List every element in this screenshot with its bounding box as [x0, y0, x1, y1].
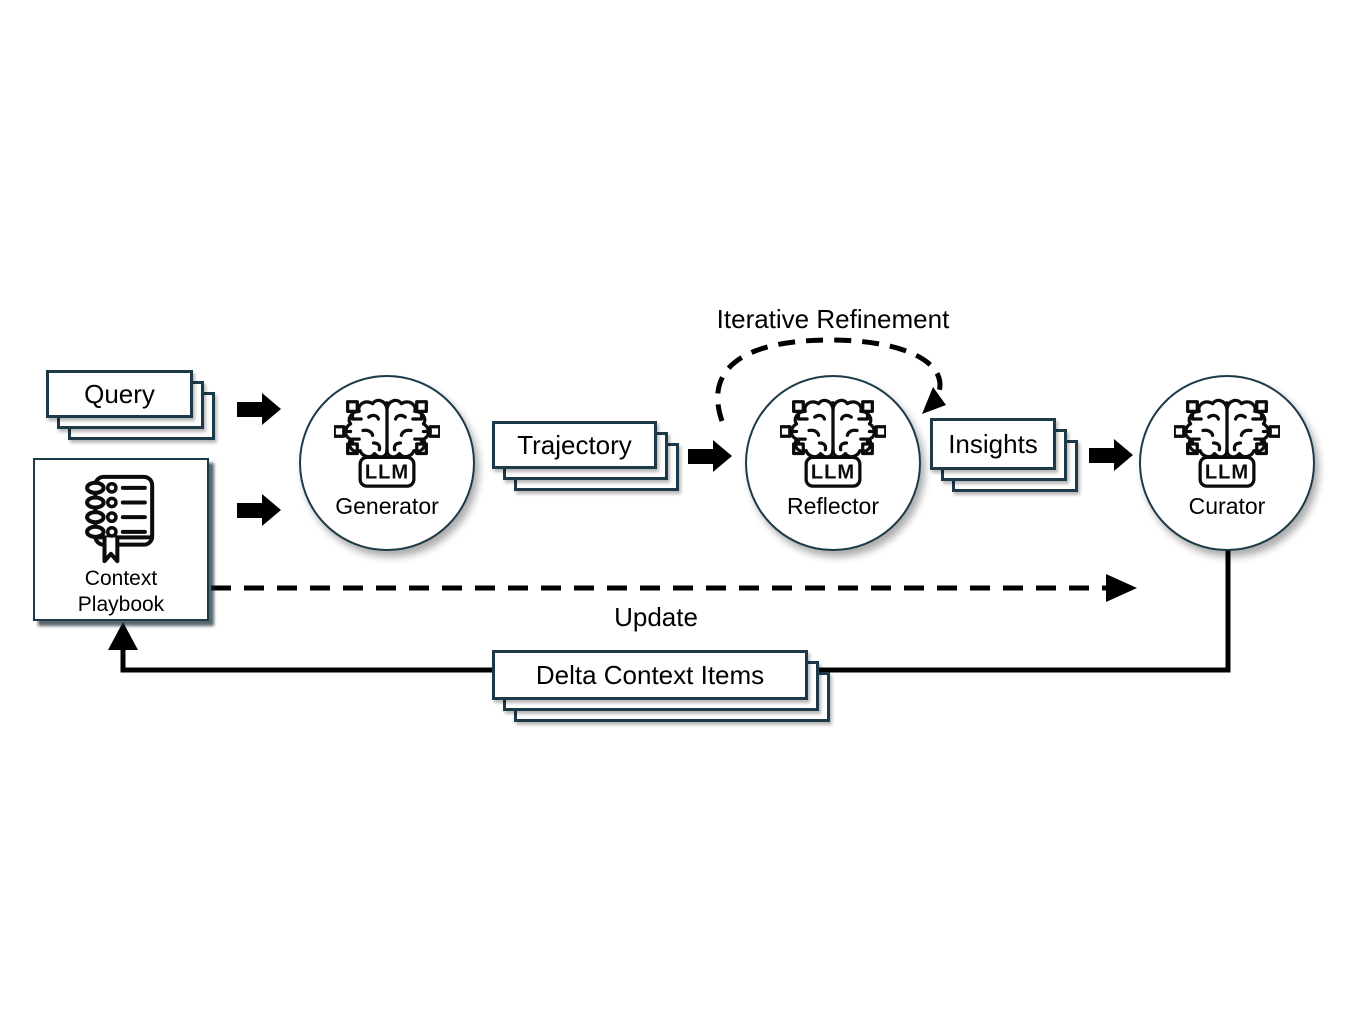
query-node: Query — [46, 370, 215, 440]
curator-node: LLM Curator — [1139, 375, 1315, 551]
arrow-trajectory-to-reflector-icon — [688, 440, 732, 472]
insights-node: Insights — [930, 418, 1078, 492]
arrow-insights-to-curator-icon — [1089, 439, 1133, 471]
insights-box: Insights — [930, 418, 1056, 470]
arrow-playbook-to-generator-icon — [237, 494, 281, 526]
trajectory-box: Trajectory — [492, 421, 657, 469]
iterative-refinement-arc — [715, 337, 943, 422]
llm-brain-icon: LLM — [1174, 398, 1280, 488]
trajectory-label: Trajectory — [517, 429, 632, 460]
iterative-refinement-arrowhead-icon — [922, 387, 946, 414]
llm-brain-icon: LLM — [334, 398, 440, 488]
generator-label: Generator — [335, 493, 439, 519]
reflector-node: LLM Reflector — [745, 375, 921, 551]
arrow-query-to-generator-icon — [237, 393, 281, 425]
llm-badge-label: LLM — [811, 461, 855, 483]
context-playbook-label-line1: Context — [84, 567, 158, 590]
insights-label: Insights — [948, 428, 1038, 459]
query-box: Query — [46, 370, 193, 418]
update-arrowhead-icon — [1106, 574, 1137, 602]
context-playbook-node: Context Playbook — [33, 458, 209, 621]
update-label: Update — [614, 602, 698, 632]
llm-badge-label: LLM — [1205, 461, 1249, 483]
delta-context-items-node: Delta Context Items — [492, 650, 830, 722]
reflector-label: Reflector — [786, 493, 880, 519]
context-playbook-label-line2: Playbook — [77, 593, 165, 616]
notebook-icon — [85, 474, 155, 564]
curator-label: Curator — [1188, 493, 1266, 519]
iterative-refinement-label: Iterative Refinement — [716, 304, 950, 334]
trajectory-node: Trajectory — [492, 421, 679, 491]
generator-node: LLM Generator — [299, 375, 475, 551]
feedback-arrowhead-icon — [108, 622, 138, 650]
llm-brain-icon: LLM — [780, 398, 886, 488]
query-label: Query — [84, 378, 155, 409]
delta-context-items-box: Delta Context Items — [492, 650, 808, 700]
delta-context-items-label: Delta Context Items — [535, 659, 765, 690]
llm-badge-label: LLM — [365, 461, 409, 483]
